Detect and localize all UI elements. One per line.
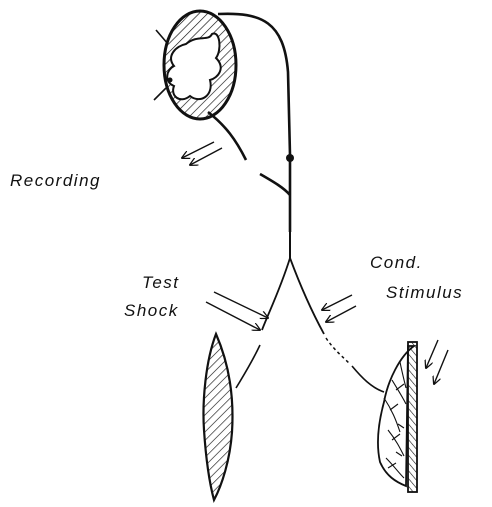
right-branch-dashed [326, 338, 350, 364]
test-shock-arrows [206, 292, 268, 330]
label-cond: Cond. [370, 253, 423, 272]
spinal-cord-section [154, 11, 236, 119]
label-test: Test [142, 273, 180, 292]
label-stimulus: Stimulus [386, 283, 463, 302]
right-branch-distal [352, 366, 384, 392]
ventral-root-lower [260, 174, 290, 195]
left-branch-nerve [262, 258, 290, 330]
left-branch-distal [236, 345, 260, 388]
root-stub-lower [154, 88, 166, 100]
recording-arrows [182, 142, 222, 165]
right-branch-nerve [290, 258, 324, 334]
ganglion-node [286, 154, 294, 162]
muscle-left [204, 334, 233, 500]
label-shock: Shock [124, 301, 179, 320]
label-recording: Recording [10, 171, 101, 190]
skin-region-right [378, 342, 417, 492]
cond-stimulus-arrows [322, 295, 356, 322]
skin-stimulus-arrows [426, 340, 448, 384]
root-stub-upper [156, 30, 168, 44]
